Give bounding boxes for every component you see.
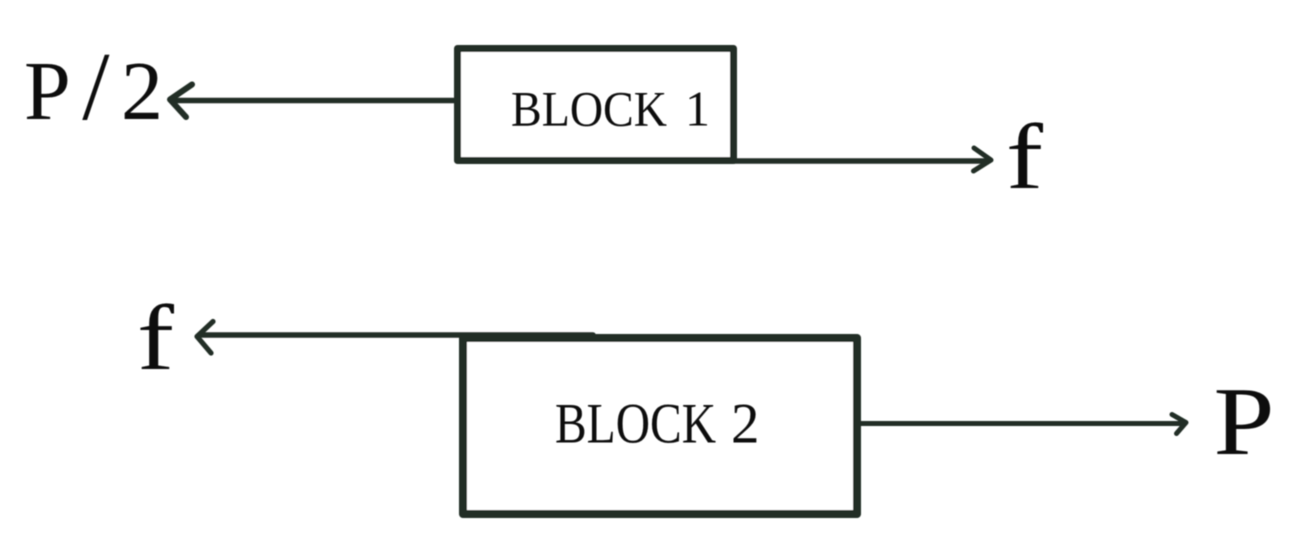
svg-text:f: f	[1006, 106, 1043, 209]
svg-text:f: f	[137, 287, 174, 390]
svg-text:1: 1	[685, 81, 710, 137]
svg-text:BLOCK: BLOCK	[511, 81, 667, 137]
svg-text:P: P	[1214, 369, 1275, 476]
svg-text:2: 2	[731, 393, 760, 456]
svg-text:P/2: P/2	[24, 33, 163, 141]
svg-text:BLOCK: BLOCK	[555, 393, 716, 456]
